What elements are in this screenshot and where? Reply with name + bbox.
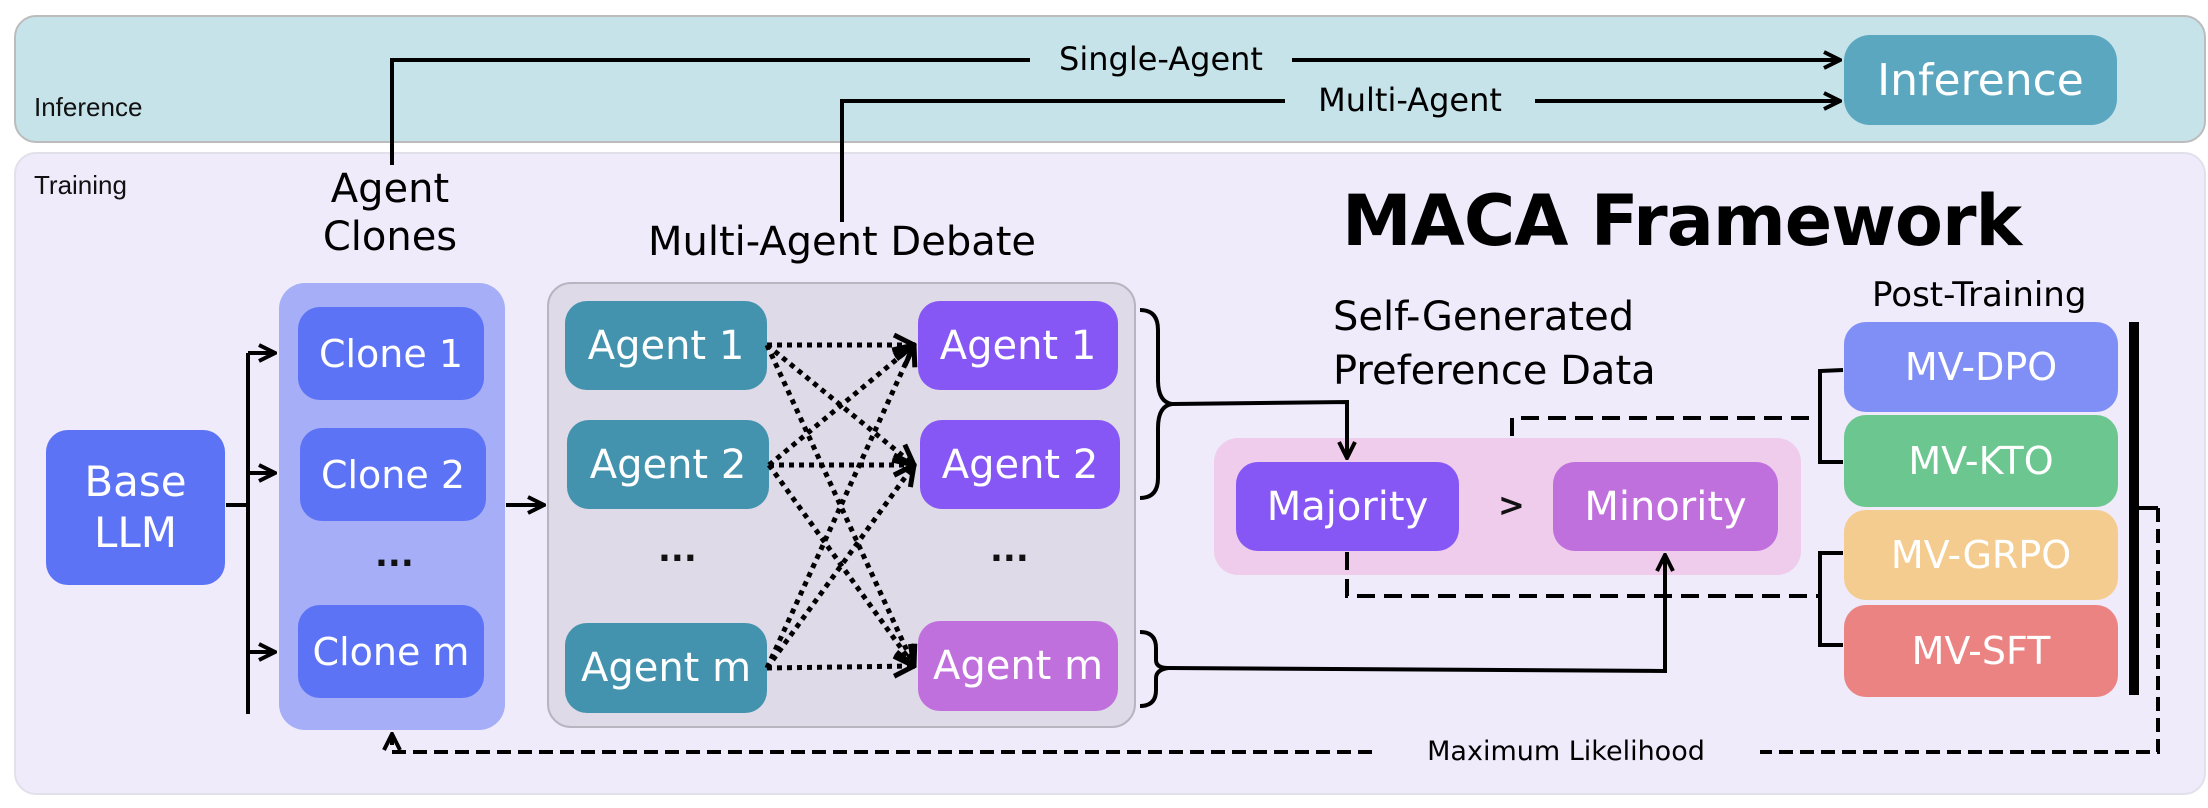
debate-header: Multi-Agent Debate xyxy=(647,219,1037,265)
majority-label: Majority xyxy=(1266,483,1429,530)
inference-box: Inference xyxy=(1844,35,2117,125)
agent-label: Agent 1 xyxy=(587,322,745,369)
inference-box-label: Inference xyxy=(1877,54,2084,106)
clone-ellipsis: ... xyxy=(375,535,414,575)
agent-label: Agent 1 xyxy=(939,322,1097,369)
multi-agent-connector xyxy=(840,101,1840,222)
majority-box: Majority xyxy=(1236,462,1459,551)
clone-label: Clone 1 xyxy=(318,331,464,376)
brace-to-majority-arrow xyxy=(1171,399,1347,458)
agent-clones-header: Agent Clones xyxy=(290,165,490,261)
agent-label: Agent 2 xyxy=(941,441,1099,488)
inference-section xyxy=(14,15,2206,143)
method-label: MV-SFT xyxy=(1911,629,2051,673)
clone-box-m: Clone m xyxy=(298,605,484,698)
single-agent-label: Single-Agent xyxy=(1059,40,1263,78)
debate-left-ellipsis: ... xyxy=(658,530,697,570)
minority-brace xyxy=(1139,630,1169,708)
minority-box: Minority xyxy=(1553,462,1778,551)
agent-clones-header-line2: Clones xyxy=(322,214,458,260)
agent-label: Agent 2 xyxy=(589,441,747,488)
clone-label: Clone 2 xyxy=(320,452,466,497)
post-training-header: Post-Training xyxy=(1872,275,2087,315)
base-to-clones-connector xyxy=(226,353,275,714)
debate-right-agent-m: Agent m xyxy=(918,621,1118,711)
agent-label: Agent m xyxy=(580,645,752,691)
method-brackets xyxy=(1818,368,1844,647)
method-mv-kto: MV-KTO xyxy=(1844,415,2118,507)
base-llm-box: Base LLM xyxy=(46,430,225,585)
preference-header: Self-Generated Preference Data xyxy=(1333,290,1656,398)
max-likelihood-label: Maximum Likelihood xyxy=(1427,736,1705,767)
preference-header-line1: Self-Generated xyxy=(1333,294,1635,340)
agent-label: Agent m xyxy=(932,643,1104,689)
training-section-label: Training xyxy=(34,170,127,200)
multi-agent-label: Multi-Agent xyxy=(1318,81,1502,119)
framework-title: MACA Framework xyxy=(1342,180,2022,262)
agent-clones-header-line1: Agent xyxy=(330,166,450,212)
comparator: > xyxy=(1498,486,1525,524)
max-likelihood-feedback xyxy=(390,508,2160,754)
majority-brace xyxy=(1139,308,1173,500)
minority-label: Minority xyxy=(1584,483,1747,530)
clone-label: Clone m xyxy=(312,629,470,674)
method-label: MV-GRPO xyxy=(1890,533,2072,577)
debate-right-agent-1: Agent 1 xyxy=(918,301,1118,390)
debate-edges xyxy=(764,345,914,668)
debate-left-agent-1: Agent 1 xyxy=(565,301,767,390)
base-llm-label-line1: Base xyxy=(84,457,187,507)
debate-left-agent-m: Agent m xyxy=(565,623,767,713)
method-label: MV-KTO xyxy=(1908,439,2054,483)
method-mv-dpo: MV-DPO xyxy=(1844,322,2118,412)
base-llm-label-line2: LLM xyxy=(93,507,178,557)
debate-right-agent-2: Agent 2 xyxy=(920,420,1120,509)
preference-header-line2: Preference Data xyxy=(1333,348,1656,394)
inference-section-label: Inference xyxy=(34,92,143,122)
brace-to-minority-arrow xyxy=(1167,555,1665,674)
clone-box-2: Clone 2 xyxy=(300,428,486,521)
preference-to-methods-connectors xyxy=(1345,416,1820,598)
method-label: MV-DPO xyxy=(1904,345,2058,389)
debate-right-ellipsis: ... xyxy=(990,530,1029,570)
single-agent-connector xyxy=(390,60,1840,165)
clone-box-1: Clone 1 xyxy=(298,307,484,400)
method-mv-sft: MV-SFT xyxy=(1844,605,2118,697)
debate-left-agent-2: Agent 2 xyxy=(567,420,769,509)
method-mv-grpo: MV-GRPO xyxy=(1844,510,2118,600)
